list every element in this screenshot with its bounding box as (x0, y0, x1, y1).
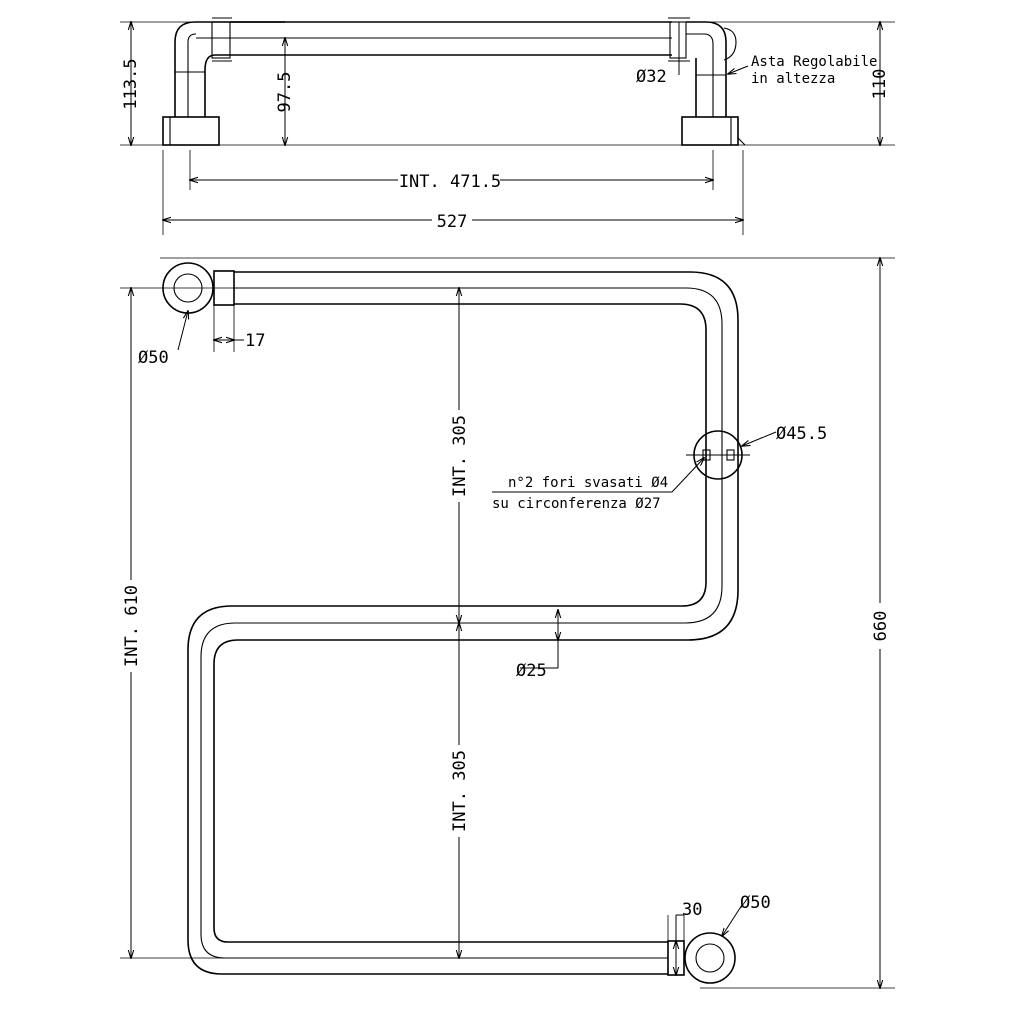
dim-305-lower-bg (448, 745, 470, 837)
note-adjust-leader (728, 65, 749, 74)
dim-25-label: Ø25 (516, 661, 547, 681)
note-holes-pointer (671, 458, 704, 493)
right-flange-base (681, 116, 739, 146)
dim-471-label-bg (398, 170, 500, 190)
dim-50-bottom-leader (722, 904, 743, 936)
dim-305-upper-label: INT. 305 (450, 415, 470, 497)
dim-50-bottom-label: Ø50 (740, 893, 771, 913)
note-adjust-line1: Asta Regolabile (751, 54, 877, 70)
bottom-flange-inner (695, 943, 725, 973)
dim-471-label: INT. 471.5 (399, 172, 501, 192)
dim-50-top-label: Ø50 (138, 348, 169, 368)
top-flange-inner (173, 273, 203, 303)
top-view: 113.5 97.5 Ø32 Asta Regolabile in altezz… (120, 17, 895, 235)
left-upright (174, 21, 285, 117)
dim-97-label: 97.5 (275, 72, 295, 113)
mid-hole-right (726, 449, 735, 461)
note-adjust-line2: in altezza (751, 71, 835, 87)
note-holes-line2: su circonferenza Ø27 (492, 496, 661, 512)
note-holes-line1: n°2 fori svasati Ø4 (508, 475, 668, 491)
dim-610-label: INT. 610 (122, 585, 142, 667)
dim-50-top-leader (177, 311, 188, 351)
dim-660-bg (869, 603, 891, 649)
front-view: Ø50 17 INT. 305 INT. 305 INT. 610 660 Ø4… (120, 258, 895, 988)
dim-17-label: 17 (245, 331, 265, 351)
left-upright-inner (187, 33, 197, 117)
dim-32-label: Ø32 (636, 67, 667, 87)
mid-hole-left (702, 449, 711, 461)
right-flange-foot (737, 137, 746, 146)
left-clamp (211, 21, 231, 59)
tube-outer (213, 271, 739, 943)
right-upright-inner (686, 33, 714, 117)
dim-45-leader (742, 431, 777, 446)
dim-110-label: 110 (870, 69, 890, 100)
dim-45-label: Ø45.5 (776, 424, 827, 444)
dim-527-label: 527 (437, 212, 468, 232)
tube-center (200, 287, 723, 959)
bottom-flange-outer (684, 932, 736, 984)
tube-inner-edge (187, 303, 707, 975)
left-upright-right (204, 54, 230, 117)
right-upright (686, 21, 727, 117)
right-adjust-cap (723, 27, 737, 61)
dim-660-label: 660 (871, 611, 891, 642)
dim-305-lower-label: INT. 305 (450, 750, 470, 832)
left-flange-base (162, 116, 220, 146)
dim-113-label: 113.5 (121, 58, 141, 109)
right-clamp (669, 21, 687, 59)
dim-305-upper-bg (448, 410, 470, 502)
dim-30-label: 30 (682, 900, 702, 920)
dim-610-bg (120, 580, 142, 672)
dim-527-label-bg (432, 210, 472, 230)
